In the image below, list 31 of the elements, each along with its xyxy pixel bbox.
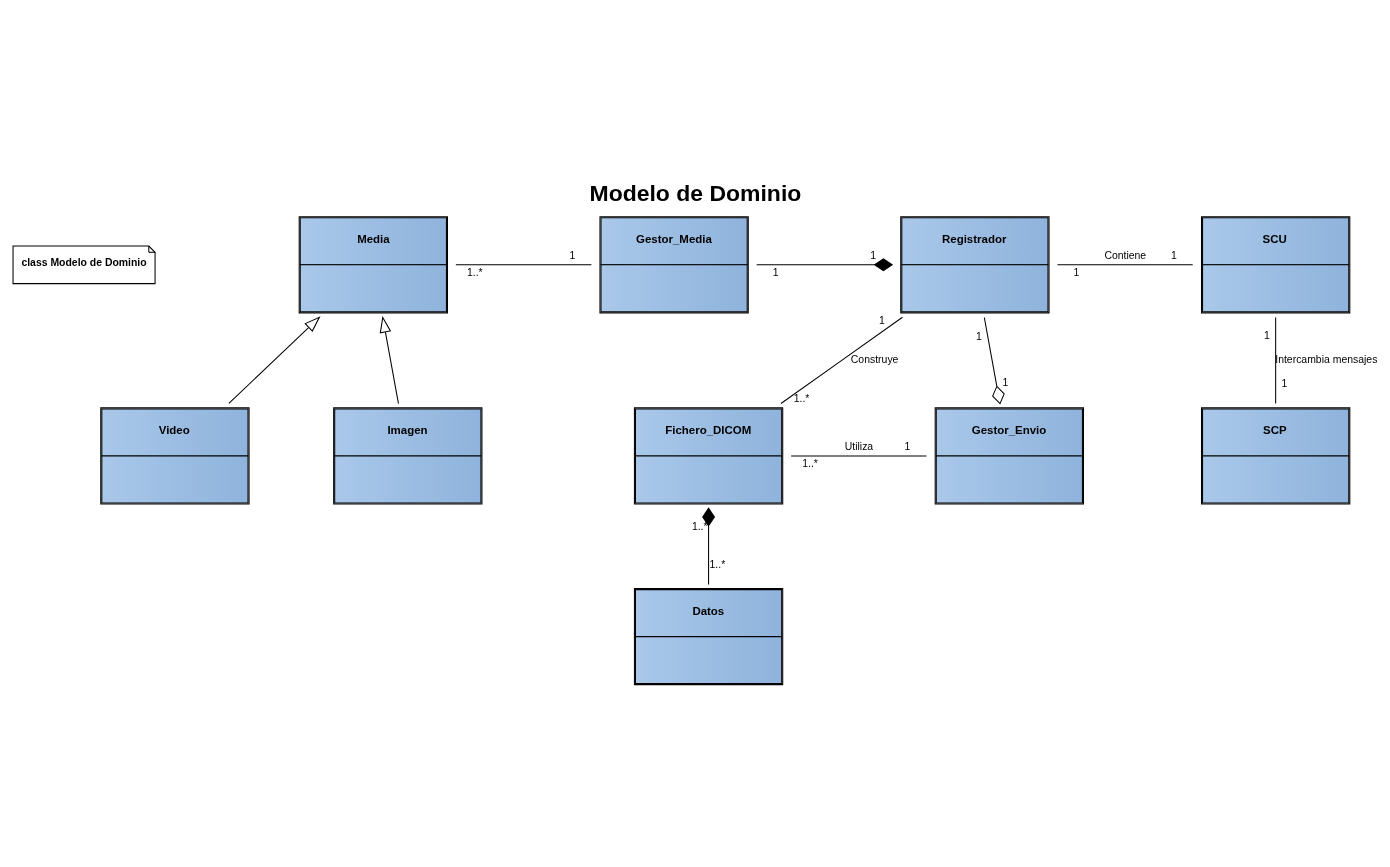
connector (780, 316, 903, 404)
label: 1 (976, 330, 982, 342)
connector (983, 316, 1005, 405)
arrow (228, 315, 321, 404)
connector (756, 257, 894, 271)
label: 1..* (709, 558, 726, 570)
label: 1 (904, 440, 911, 452)
label: 1 (1073, 266, 1080, 278)
label: 1 (1170, 249, 1177, 261)
edge-label: Construye (850, 353, 899, 365)
label: 1 (1263, 329, 1270, 341)
label: 1..* (793, 392, 810, 404)
label: 1 (1002, 376, 1009, 388)
label: class Modelo de Dominio (21, 256, 147, 268)
edge-label: Utiliza (844, 440, 874, 452)
label: 1..* (466, 266, 483, 278)
label: 1 (879, 314, 885, 326)
arrow (379, 315, 399, 404)
label: 1 (772, 266, 779, 278)
connector (455, 263, 592, 265)
edge-label: Intercambia mensajes (1275, 353, 1378, 365)
connector (1275, 316, 1277, 404)
label: 1..* (691, 520, 708, 532)
edge-label: Contiene (1104, 249, 1147, 261)
label: 1 (1281, 377, 1288, 389)
label: 1 (870, 249, 877, 261)
connector (702, 506, 716, 585)
diagram-title: Modelo de Dominio (589, 179, 802, 206)
connector (1056, 263, 1194, 265)
label: 1 (569, 249, 576, 261)
label: 1..* (802, 457, 818, 469)
